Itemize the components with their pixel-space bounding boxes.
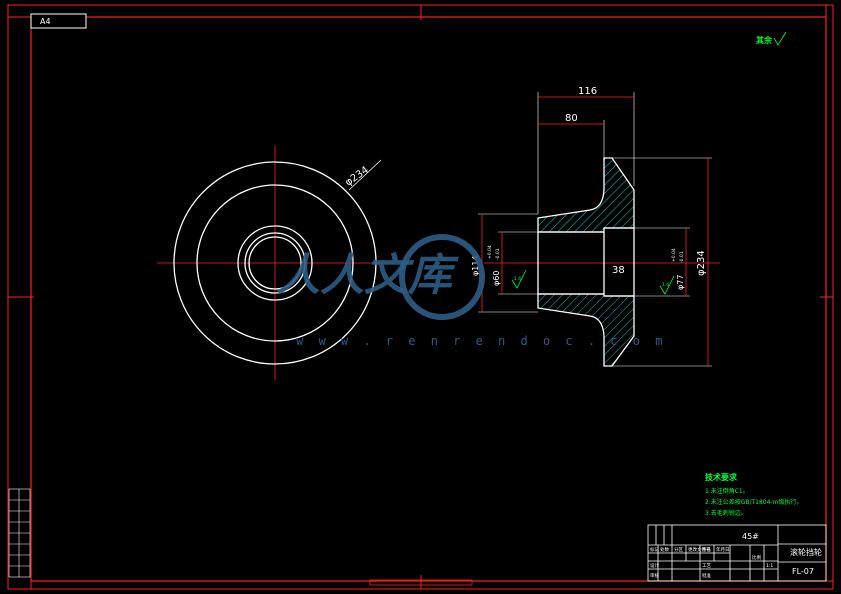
dim-counterbore-diameter: φ77 (676, 275, 685, 290)
roughness-symbol-bore (511, 269, 527, 289)
sheet-size-text: A4 (40, 17, 51, 26)
binding-table (8, 488, 31, 578)
roughness-symbol-face (659, 275, 675, 295)
dim-bore-diameter: φ60 (492, 271, 501, 286)
notes-item-1: 1.未注倒角C1。 (705, 487, 749, 495)
title-role-review: 审核 (650, 572, 659, 579)
dim-counterbore-tol-upper: +0.04 (671, 248, 677, 262)
title-block: 45# 滚轮挡轮 FL-07 比例 1:1 标记 处数 分区 更改文件号 签名 … (647, 524, 827, 582)
title-head-cell-4: 更改文件号 (688, 546, 711, 553)
dim-counterbore-depth: 38 (612, 265, 625, 276)
title-material: 45# (742, 532, 759, 541)
sheet-border (7, 4, 834, 590)
roughness-face-value: 1.6 (662, 282, 669, 288)
dim-total-length: 116 (578, 86, 597, 97)
dim-bore-tol-lower: -0.01 (495, 248, 501, 260)
front-view: φ234 (157, 146, 393, 380)
title-head-cell-2: 处数 (660, 546, 669, 553)
notes-heading: 技术要求 (705, 472, 738, 482)
roughness-bore-value: 1.6 (514, 276, 521, 282)
dim-outer-diameter-side: φ234 (696, 250, 707, 276)
title-role-design: 设计 (650, 562, 659, 569)
title-role-approve: 批准 (702, 572, 711, 579)
section-view: 116 80 φ114 φ60 +0.04 -0.01 φ77 +0.04 -0… (471, 86, 720, 367)
title-head-cell-6: 年月日 (716, 546, 730, 553)
sheet-size-label: A4 (30, 13, 87, 29)
notes-item-2: 2.未注公差按GB/T1804-m级执行。 (705, 498, 802, 506)
title-scale-label: 比例 (752, 554, 761, 561)
dim-hub-diameter: φ114 (471, 255, 480, 276)
dim-hub-length: 80 (565, 113, 578, 124)
title-head-cell-1: 标记 (650, 546, 659, 553)
general-roughness: 其余 (756, 31, 787, 46)
title-part-name: 滚轮挡轮 (790, 547, 822, 557)
technical-notes: 技术要求 1.未注倒角C1。 2.未注公差按GB/T1804-m级执行。 3.去… (705, 472, 802, 517)
general-roughness-text: 其余 (756, 35, 773, 45)
title-role-process: 工艺 (702, 563, 711, 569)
title-drawing-no: FL-07 (792, 567, 814, 576)
front-outer-diameter-label: φ234 (343, 165, 370, 189)
title-head-cell-5: 签名 (702, 546, 711, 553)
watermark-text: 人人文库 (276, 250, 459, 301)
watermark-url: w w w . r e n r e n d o c . c o m (296, 334, 666, 348)
title-scale-value: 1:1 (766, 563, 773, 569)
dim-bore-tol-upper: +0.04 (487, 245, 493, 259)
title-head-cell-3: 分区 (674, 546, 683, 553)
dim-counterbore-tol-lower: -0.01 (679, 251, 685, 263)
watermark: 人人文库 w w w . r e n r e n d o c . c o m (276, 234, 666, 348)
notes-item-3: 3.去毛刺锐边。 (705, 509, 747, 517)
